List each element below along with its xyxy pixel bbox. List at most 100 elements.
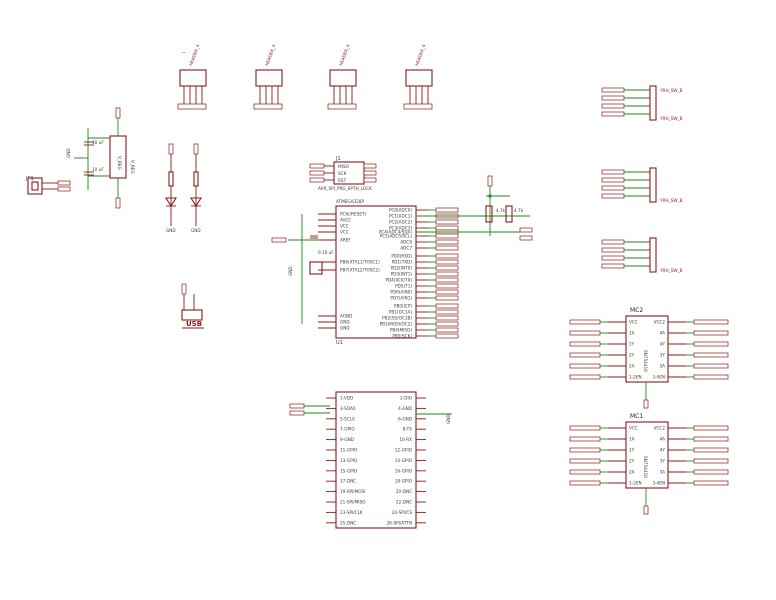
svg-text:10 uF: 10 uF: [92, 167, 104, 172]
mcu-left-pin-label: PB6(XTAL1/TOSC1): [340, 260, 380, 265]
xbee-left-pin-label: 23-SPI/CLK: [340, 510, 363, 515]
svg-text:MC1: MC1: [630, 413, 643, 420]
net-label-flag: [693, 425, 729, 431]
svg-text:SN754410: SN754410: [643, 350, 648, 372]
net-label-flag: [435, 239, 459, 245]
xbee-left-pin-label: 9-GND: [340, 437, 354, 442]
svg-text:YRH_SW_B: YRH_SW_B: [659, 88, 683, 93]
mc2-right-pin-label: 4Y: [660, 342, 666, 347]
svg-text:~: ~: [182, 50, 186, 55]
svg-text:J1: J1: [335, 156, 341, 162]
mcu-right-pin-label: PB3(MOSI/OC2): [380, 322, 413, 327]
svg-text:GND: GND: [166, 228, 176, 233]
svg-text:AVR_SPI_PRG_6PTH_LOCK: AVR_SPI_PRG_6PTH_LOCK: [318, 186, 372, 191]
voltage-regulator: 10 uF 10 uF GND V_REG V_REG: [66, 107, 135, 209]
net-label-flag: [435, 333, 459, 339]
svg-text:GND: GND: [191, 228, 201, 233]
svg-text:GND: GND: [66, 148, 71, 158]
svg-text:YRH_SW_B: YRH_SW_B: [659, 198, 683, 203]
net-label-flag: [435, 315, 459, 321]
net-label-flag: [435, 289, 459, 295]
mc1-left-pin-label: 1Y: [629, 448, 635, 453]
svg-text:HEADER_4: HEADER_4: [338, 43, 350, 66]
net-label-flag: [435, 309, 459, 315]
mcu-left-pin-label: PB7(XTAL2/TOSC2): [340, 268, 380, 273]
svg-text:V_REG: V_REG: [130, 160, 135, 174]
xbee-right-pin-label: 26-SPI/ATTN: [387, 520, 412, 525]
xbee-left-pin-label: 21-SPI/MISO: [340, 500, 366, 505]
mcu-right-pin-label: PD3(INT1): [391, 272, 413, 277]
net-label-flag: [435, 321, 459, 327]
mc2-left-pin-label: 1Y: [629, 342, 635, 347]
mc1-right-pin-label: 4Y: [660, 448, 666, 453]
net-label-flag: [693, 374, 729, 380]
usb-connector: USB: [181, 283, 204, 329]
net-label-flag: [569, 341, 601, 347]
net-label-flag: [569, 352, 601, 358]
net-label-flag: [693, 469, 729, 475]
xbee-right-pin-label: 8-TX: [403, 427, 412, 432]
net-label-flag: [435, 327, 459, 333]
net-label-flag: [435, 303, 459, 309]
mcu-right-pin-label: PC0(ADC0): [389, 208, 412, 213]
svg-text:HEADER_4: HEADER_4: [188, 43, 200, 66]
xbee-right-pin-label: 4-GND: [398, 406, 412, 411]
header-connector-3: HEADER_4: [327, 43, 357, 110]
xbee-left-pin-label: 25-DNC: [340, 520, 356, 525]
net-label-flag: [435, 225, 459, 231]
led-1: GND: [165, 143, 177, 233]
xbee-right-pin-label: 18-GPIO: [395, 479, 413, 484]
jp1-connector: JP1: [25, 176, 71, 195]
net-label-flag: [569, 425, 601, 431]
mcu-left-pin-label: GND: [340, 320, 350, 325]
mcu-right-pin-label: PC3(ADC3): [389, 226, 412, 231]
mc2-left-pin-label: 1A: [629, 331, 635, 336]
mcu-right-pin-label: PC2(ADC2): [389, 220, 412, 225]
xbee-left-pin-label: 1-VDD: [340, 396, 353, 401]
mc1-right-pin-label: VCC2: [654, 426, 666, 431]
svg-text:SCK: SCK: [338, 171, 347, 176]
net-label-flag: [693, 436, 729, 442]
mc1-right-pin-label: 4A: [659, 437, 665, 442]
mc1-right-pin-label: 3-4EN: [652, 481, 665, 486]
avr-isp-header: J1 MISO SCK RST AVR_SPI_PRG_6PTH_LOCK: [309, 156, 377, 191]
xbee-right-pin-label: 2-DIO: [400, 396, 413, 401]
mc2-left-pin-label: 1-2EN: [629, 375, 642, 380]
mc2-left-pin-label: 2Y: [629, 353, 635, 358]
mc2-right-pin-label: 3A: [659, 364, 665, 369]
net-label-flag: [435, 207, 459, 213]
mcu-left-pin-label: AGND: [340, 314, 352, 319]
net-label-flag: [569, 458, 601, 464]
svg-text:4.7k: 4.7k: [496, 208, 506, 213]
xbee-left-pin-label: 11-GPIO: [340, 448, 358, 453]
net-label-flag: [693, 480, 729, 486]
xbee-left-pin-label: 17-DNC: [340, 479, 356, 484]
xbee-right-pin-label: 16-GPIO: [395, 468, 413, 473]
mc2-right-pin-label: 3-4EN: [652, 375, 665, 380]
mcu-right-pin-label: ADC7: [400, 246, 412, 251]
mcu-right-pin-label: PD4(XCK/T0): [385, 278, 412, 283]
net-label-flag: [569, 436, 601, 442]
xbee-left-pin-label: 15-GPIO: [340, 468, 358, 473]
svg-text:RST: RST: [338, 178, 347, 183]
mc1-left-pin-label: 2Y: [629, 459, 635, 464]
mcu-right-pin-label: PC1(ADC1): [389, 214, 412, 219]
net-label-flag: [435, 265, 459, 271]
mc2-left-pin-label: 2A: [629, 364, 635, 369]
xbee-right-pin-label: 24-SPI/CS: [392, 510, 413, 515]
net-label-flag: [435, 253, 459, 259]
led-2: GND: [190, 143, 202, 233]
switch-connector-3: YRH_SW_B: [601, 237, 683, 273]
net-label-flag: [693, 447, 729, 453]
svg-text:GND: GND: [446, 414, 451, 424]
xbee-left-pin-label: 3-SDA0: [340, 406, 356, 411]
svg-text:MISO: MISO: [338, 164, 350, 169]
svg-text:JP1: JP1: [25, 176, 34, 182]
mcu-left-pin-label: VCC: [340, 224, 349, 229]
net-label-flag: [435, 283, 459, 289]
svg-text:4.7k: 4.7k: [514, 208, 524, 213]
mcu-right-pin-label: PD1(TXD): [392, 260, 413, 265]
mc2-right-pin-label: VCC2: [654, 320, 666, 325]
svg-text:HEADER_4: HEADER_4: [264, 43, 276, 66]
mcu-right-pin-label: PD7(AIN1): [390, 296, 412, 301]
